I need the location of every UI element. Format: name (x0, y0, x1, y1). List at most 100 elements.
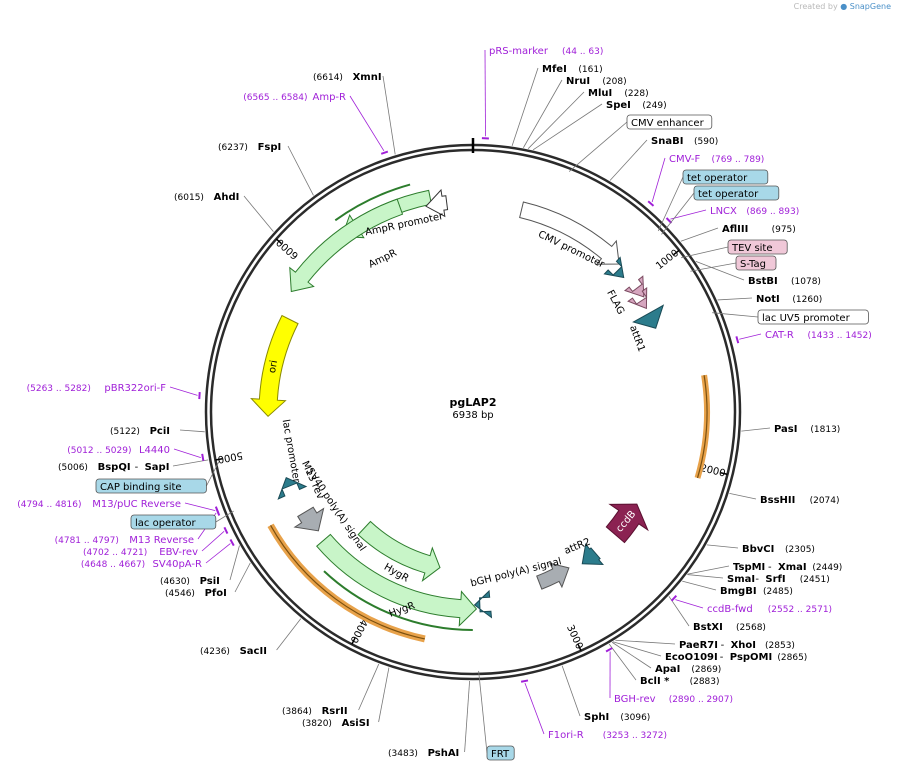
feature-pill: lac operator (130, 514, 217, 530)
site-name: ApaI (655, 664, 680, 675)
primer-leader-line (651, 157, 666, 203)
pill-leader-line (690, 262, 737, 272)
primer-name: M13/pUC Reverse (92, 499, 181, 510)
site-name: SphI (584, 712, 609, 723)
primer-leader-line (205, 543, 231, 564)
tick-mark (720, 471, 728, 476)
site-name: RsrII (322, 706, 348, 717)
site-name: BmgBI (720, 586, 757, 597)
credit-prefix: Created by (793, 2, 838, 11)
leader-lines (169, 49, 771, 754)
primer-name: pBR322ori-F (104, 383, 166, 394)
pill-label: FRT (491, 749, 510, 760)
tick-mark (673, 249, 680, 256)
hygr-inner-arrow (357, 520, 441, 583)
primer-name: L4440 (139, 445, 170, 456)
primer-name: Amp-R (313, 92, 347, 103)
bgh-polya-box (536, 562, 570, 590)
primer-name: EBV-rev (159, 547, 198, 558)
site-leader-line (561, 665, 581, 717)
site-name: BstBI (748, 276, 778, 287)
site-name: EcoO109I (665, 652, 718, 663)
ori-arrow (250, 314, 299, 418)
site-name-2: PspOMI (730, 652, 772, 663)
hygr-arrow (316, 533, 478, 627)
feature-pill: tet operator (682, 169, 769, 185)
site-position: (4630) (160, 577, 190, 587)
plasmid-name: pgLAP2 (450, 396, 497, 409)
site-position: (6614) (313, 73, 343, 83)
primer-leader-line (173, 448, 201, 459)
site-position: (2305) (785, 545, 815, 555)
hygr-green-line (323, 570, 473, 631)
site-name: BstXI (693, 622, 723, 633)
attr1-arrow (632, 304, 665, 329)
pill-label: tet operator (698, 189, 759, 200)
primer-mark (380, 150, 389, 155)
site-name: AsiSI (342, 718, 370, 729)
site-separator: - (135, 462, 139, 473)
feature-pill: tet operator (693, 185, 780, 201)
primer-mark (647, 200, 655, 207)
site-name: PshAI (428, 748, 460, 759)
primer-mark (201, 453, 205, 461)
pill-leader-line (568, 121, 628, 172)
pill-label: lac UV5 promoter (762, 313, 851, 324)
site-position: (3483) (388, 749, 418, 759)
sv40-orange-line (270, 525, 425, 640)
site-name: MfeI (542, 64, 567, 75)
site-position: (2865) (777, 653, 807, 663)
primer-leader-line (349, 95, 385, 151)
feature-pill: FRT (486, 745, 515, 761)
arc-label: attR1 (627, 324, 647, 353)
site-name: PciI (150, 426, 170, 437)
site-position: (3820) (302, 719, 332, 729)
site-leader-line (695, 260, 745, 281)
feature-pill: CMV enhancer (626, 114, 713, 130)
site-position: (1260) (792, 295, 822, 305)
site-leader-line (741, 427, 771, 432)
arc-label: lac promoter (280, 419, 302, 485)
site-name: SnaBI (651, 136, 683, 147)
site-name-2: SrfI (765, 574, 785, 585)
site-leader-line (687, 574, 724, 579)
site-name: XmnI (353, 72, 382, 83)
primer-leader-line (739, 333, 762, 340)
primer-name: ccdB-fwd (707, 604, 753, 615)
pill-box (757, 309, 869, 325)
primer-mark (223, 526, 229, 535)
primer-leader-line (169, 386, 198, 396)
site-leader-line (615, 639, 676, 645)
arc-label: FLAG (604, 288, 626, 316)
pill-leader-line (215, 510, 234, 523)
primer-name: pRS-marker (489, 46, 549, 57)
site-name: SacII (240, 646, 267, 657)
site-leader-line (287, 145, 314, 196)
site-leader-line (611, 641, 652, 669)
site-leader-line (243, 195, 274, 232)
site-leader-line (523, 79, 563, 148)
tev-site-mark (623, 275, 645, 298)
site-separator: - (755, 574, 759, 585)
primer-range: (2890 .. 2907) (669, 695, 733, 705)
primer-mark (215, 508, 221, 516)
primer-name: CMV-F (669, 154, 700, 165)
site-name: PaeR7I (679, 640, 718, 651)
pill-box (130, 514, 217, 530)
tick-label: 6000 (275, 236, 301, 261)
site-leader-line (382, 75, 396, 155)
site-leader-line (358, 663, 380, 711)
site-separator: - (721, 640, 725, 651)
primer-name: BGH-rev (614, 694, 656, 705)
pill-box (693, 185, 780, 201)
primer-range: (6565 .. 6584) (243, 93, 307, 103)
site-name: PasI (774, 424, 797, 435)
site-leader-line (511, 67, 539, 146)
site-position: (2449) (812, 563, 842, 573)
site-name: BspQI (98, 462, 131, 473)
pill-leader-line (712, 312, 759, 318)
pill-label: tet operator (687, 173, 748, 184)
primer-range: (2552 .. 2571) (768, 605, 832, 615)
site-leader-line (532, 103, 603, 151)
site-leader-line (680, 227, 719, 242)
